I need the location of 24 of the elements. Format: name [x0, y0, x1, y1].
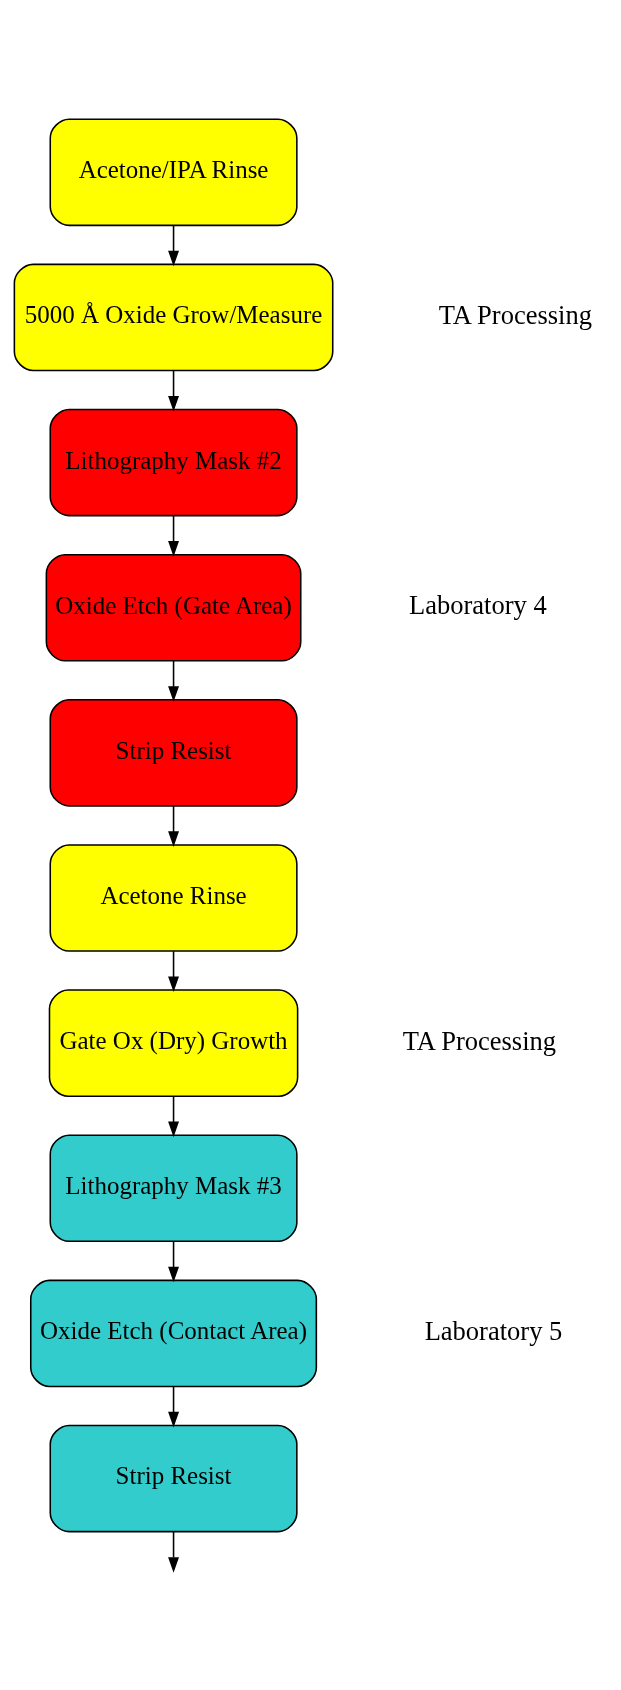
- arrow: [168, 659, 179, 702]
- node-box: Strip Resist: [49, 1424, 298, 1532]
- label: TA Processing: [402, 1025, 557, 1056]
- label: Laboratory 4: [409, 589, 547, 620]
- arrow: [168, 514, 179, 557]
- arrow: [168, 804, 179, 847]
- arrow: [168, 1385, 179, 1427]
- node-box: Acetone Rinse: [49, 843, 298, 952]
- node-box: Strip Resist: [49, 698, 298, 807]
- arrow: [168, 1530, 179, 1573]
- arrow: [168, 1240, 179, 1282]
- arrow: [168, 224, 179, 266]
- arrow: [168, 949, 179, 992]
- node-box: Lithography Mask #2: [49, 408, 298, 516]
- node-box: Acetone/IPA Rinse: [49, 117, 298, 226]
- node-box: Oxide Etch (Gate Area): [45, 553, 302, 662]
- arrow: [168, 369, 179, 411]
- node-box: Gate Ox (Dry) Growth: [48, 988, 299, 1097]
- label: Laboratory 5: [424, 1315, 563, 1346]
- node-box: Lithography Mask #3: [49, 1133, 298, 1242]
- node-box: Oxide Etch (Contact Area): [30, 1279, 318, 1387]
- label: TA Processing: [438, 299, 592, 330]
- node-box: 5000 Å Oxide Grow/Measure: [13, 263, 334, 371]
- arrow: [168, 1095, 179, 1137]
